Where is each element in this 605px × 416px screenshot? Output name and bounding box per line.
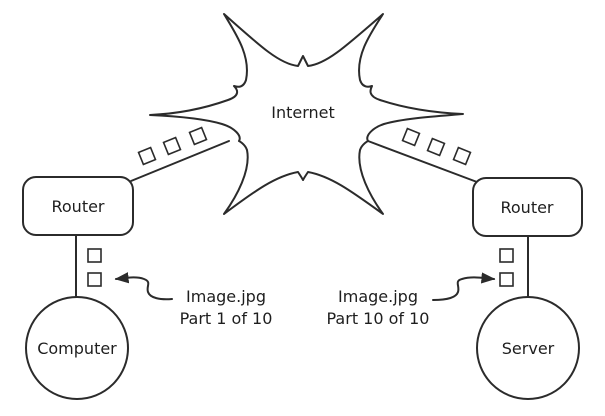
left-internet-packets — [137, 126, 208, 166]
left-annotation-part: Part 1 of 10 — [180, 309, 273, 328]
packet — [137, 146, 157, 166]
right-annotation-part: Part 10 of 10 — [327, 309, 430, 328]
right-internet-link — [367, 140, 478, 183]
server-node: Server — [476, 296, 580, 400]
right-internet-packets — [401, 127, 472, 166]
left-local-packet-2 — [87, 272, 102, 287]
server-label: Server — [502, 339, 555, 358]
internet-cloud-shape — [149, 13, 464, 215]
right-router: Router — [472, 177, 583, 237]
left-annotation-arrow — [114, 272, 173, 301]
left-annotation: Image.jpg Part 1 of 10 — [180, 287, 273, 328]
packet — [426, 137, 446, 157]
packet — [452, 146, 472, 166]
left-router-label: Router — [51, 197, 104, 216]
left-local-packet-1 — [87, 248, 102, 263]
left-router: Router — [22, 176, 134, 236]
right-local-packet-2 — [499, 272, 514, 287]
packet — [401, 127, 421, 147]
packet — [188, 126, 208, 146]
internet-label: Internet — [271, 103, 335, 122]
left-annotation-filename: Image.jpg — [186, 287, 266, 306]
left-router-box — [22, 176, 134, 236]
right-annotation-filename: Image.jpg — [338, 287, 418, 306]
right-annotation-arrow — [432, 272, 496, 301]
right-local-packet-1 — [499, 248, 514, 263]
computer-label: Computer — [37, 339, 117, 358]
right-router-box — [472, 177, 583, 237]
right-router-label: Router — [500, 198, 553, 217]
left-internet-link — [130, 140, 230, 182]
computer-node: Computer — [25, 296, 129, 400]
packet — [162, 136, 182, 156]
computer-circle — [25, 296, 129, 400]
right-annotation: Image.jpg Part 10 of 10 — [327, 287, 430, 328]
server-circle — [476, 296, 580, 400]
